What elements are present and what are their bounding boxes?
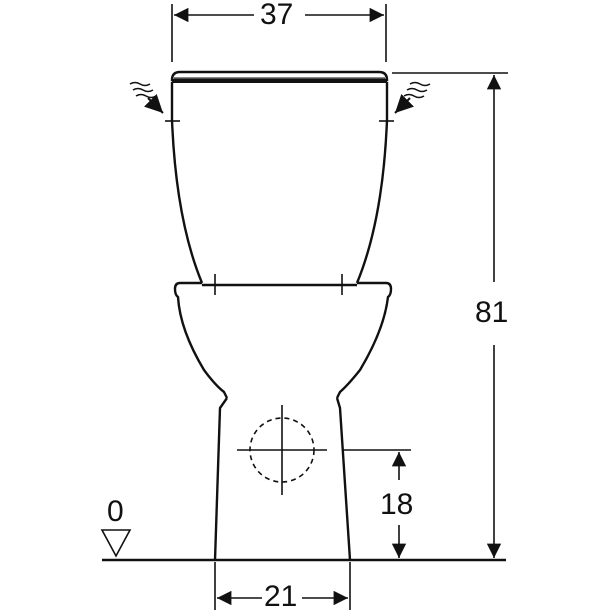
bowl-left-side — [173, 281, 229, 399]
dimension-outlet-height: 18 — [378, 488, 416, 521]
water-inlet-left-icon — [129, 81, 164, 114]
pedestal-left — [213, 397, 228, 561]
pedestal-right — [335, 397, 352, 561]
floor-level-label: 0 — [107, 495, 124, 528]
bowl-right-side — [335, 281, 393, 399]
dimension-height-total: 81 — [473, 296, 511, 329]
cistern-lid — [170, 70, 389, 82]
cistern-right-side — [355, 82, 389, 284]
water-inlet-right-icon — [394, 81, 431, 114]
floor-level-triangle-icon — [100, 529, 132, 558]
dimension-base-width: 21 — [262, 580, 300, 610]
dimension-width-top: 37 — [258, 0, 296, 31]
cistern-left-side — [170, 82, 204, 284]
